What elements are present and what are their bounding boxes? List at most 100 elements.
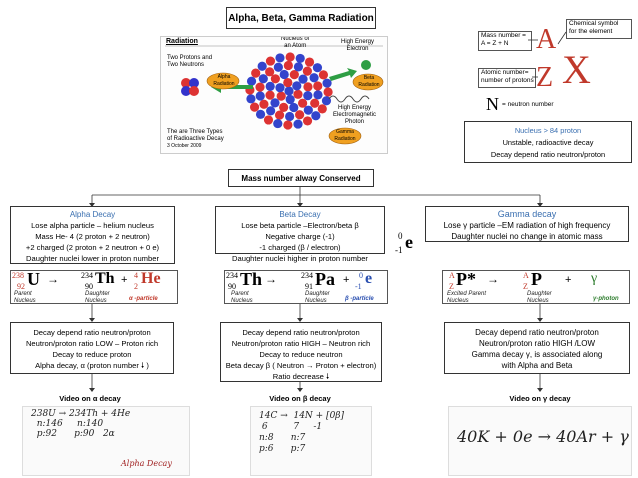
gamma-line-2: Daughter nuclei no change in atomic mass (451, 232, 603, 241)
nucleon (276, 91, 286, 101)
beta-eq-mass-1: 234 (226, 271, 238, 280)
nucleon (274, 110, 285, 120)
alpha-eq-mass-1: 238 (12, 271, 24, 280)
nucleon (318, 70, 329, 80)
beta-info-4: Beta decay β ( Neutron → Proton + electr… (225, 361, 377, 370)
nucleon (303, 82, 313, 92)
beta-heading: Beta Decay (279, 210, 321, 219)
electron-label: High Energy Electron (341, 39, 375, 52)
alpha-radiation-label: Alpha Radiation (213, 74, 235, 87)
gamma-info-3: Gamma decay γ, is associated along (471, 350, 603, 359)
symbol-letter-n: N (486, 94, 499, 114)
alpha-eq-symbol-3: He (141, 270, 161, 287)
nucleon (283, 77, 293, 88)
gamma-eq-z-1: Z (449, 282, 454, 291)
beta-eq-plus: + (343, 274, 350, 286)
nucleus-stability-box: Nucleus > 84 proton Unstable, radioactiv… (464, 121, 632, 163)
nucleon (304, 57, 315, 67)
nucleon (265, 56, 276, 66)
gamma-video-equation: 40K + 0e → 40Ar + γ (457, 427, 629, 446)
gamma-eq-plus: + (565, 274, 572, 286)
nucleon (255, 109, 266, 119)
nucleon (279, 102, 289, 112)
nucleus-line-1: Nucleus > 84 proton (514, 126, 582, 135)
alpha-line-2: Mass He- 4 (2 proton + 2 neutron) (35, 232, 150, 241)
gamma-info-4: with Alpha and Beta (501, 361, 573, 370)
beta-line-2: Negative charge (-1) (265, 232, 335, 241)
beta-info-box: Decay depend ratio neutron/proton Neutro… (220, 322, 382, 382)
radiation-heading: Radiation (166, 38, 198, 45)
radiation-drawing (165, 45, 384, 145)
symbol-letter-z: Z (536, 62, 554, 93)
beta-radiation-label: Beta Radiation (358, 75, 380, 88)
nucleon (293, 62, 304, 72)
atomic-number-box: Atomic number= number of protons (478, 68, 536, 88)
nucleon (270, 74, 280, 84)
gamma-eq-symbol-2: P (531, 269, 542, 289)
alpha-eq-mass-2: 234 (81, 271, 93, 280)
alpha-eq-z-2: 90 (85, 282, 93, 291)
alpha-eq-mass-3: 4 (134, 271, 138, 280)
protons-neutrons-label: Two Protons and Two Neutrons (167, 55, 213, 68)
alpha-line-4: Daughter nuclei lower in proton number (26, 254, 159, 263)
alpha-eq-symbol-2: Th (95, 270, 115, 287)
alpha-parent-label: Parent Nucleus (14, 291, 36, 304)
beta-eq-mass-3: 0 (359, 271, 363, 280)
nucleon (246, 76, 257, 86)
beta-equation: 234 90 Th → 234 91 Pa + 0 -1 e Parent Nu… (224, 269, 388, 304)
gamma-eq-symbol-3: γ (591, 271, 598, 286)
nucleon (265, 81, 275, 91)
gamma-info-box: Decay depend ratio neutron/proton Neutro… (444, 322, 630, 374)
nucleon (311, 111, 321, 121)
gamma-particle-label: γ-photon (593, 296, 619, 302)
beta-electron-mass: 0 (398, 231, 403, 241)
alpha-video-thumbnail[interactable]: 238U → 234Th + 4He n:146 n:140 p:92 p:90… (22, 406, 190, 476)
alpha-particle-label: α -particle (129, 296, 158, 302)
nucleon (322, 78, 332, 88)
nucleon (246, 94, 256, 104)
nucleon (289, 102, 299, 113)
nucleon (292, 81, 302, 91)
nuclide-symbol-legend: Mass number = A = Z + N Chemical symbol … (458, 18, 632, 114)
beta-eq-z-2: 91 (305, 282, 313, 291)
alpha-line-1: Lose alpha particle – helium nucleus (31, 221, 154, 230)
alpha-heading: Alpha Decay (69, 210, 116, 219)
nucleon (323, 87, 333, 97)
gamma-eq-z-2: Z (523, 282, 528, 291)
gamma-daughter-label: Daughter Nucleus (527, 291, 552, 304)
nucleon (298, 74, 308, 84)
mass-number-box: Mass number = A = Z + N (478, 31, 532, 51)
nucleon (273, 62, 283, 72)
beta-particle-label: β -particle (345, 296, 374, 302)
beta-eq-symbol-2: Pa (315, 269, 335, 289)
alpha-eq-plus: + (121, 274, 128, 286)
photon-label: High Energy Electromagnetic Photon (333, 105, 377, 125)
beta-eq-arrow: → (265, 272, 277, 286)
nucleon (310, 98, 320, 108)
beta-video-label: Video on β decay (269, 394, 331, 403)
nucleon (279, 69, 289, 80)
neutron-number-label: = neutron number (502, 101, 554, 108)
nucleon (285, 94, 295, 105)
nucleon (283, 120, 293, 130)
nucleon (257, 61, 267, 71)
nucleon (312, 63, 323, 73)
beta-line-3: -1 charged (β / electron) (259, 243, 341, 252)
beta-video-thumbnail[interactable]: 14C → 14N + [0β] 6 7 -1 n:8 n:7 p:6 p:7 (250, 406, 372, 476)
alpha-info-box: Decay depend ratio neutron/proton Neutro… (10, 322, 174, 374)
beta-electron-symbol: e (405, 232, 413, 252)
nucleus-line-2: Unstable, radioactive decay (502, 138, 594, 147)
chemical-symbol-box: Chemical symbol for the element (566, 19, 632, 39)
nucleon (302, 66, 312, 76)
beta-eq-z-1: 90 (228, 282, 236, 291)
gamma-video-thumbnail[interactable]: 40K + 0e → 40Ar + γ (448, 406, 632, 476)
alpha-daughter-label: Daughter Nucleus (85, 291, 110, 304)
nucleon (266, 106, 276, 116)
page-title: Alpha, Beta, Gamma Radiation (226, 7, 376, 29)
nucleon (265, 67, 275, 77)
beta-line-4: Daughter nuclei higher in proton number (232, 254, 368, 263)
alpha-eq-z-3: 2 (134, 282, 138, 291)
beta-info-3: Decay to reduce neutron (259, 350, 343, 359)
gamma-decay-box: Gamma decay Lose γ particle –EM radiatio… (425, 206, 629, 242)
nucleon (283, 60, 293, 71)
